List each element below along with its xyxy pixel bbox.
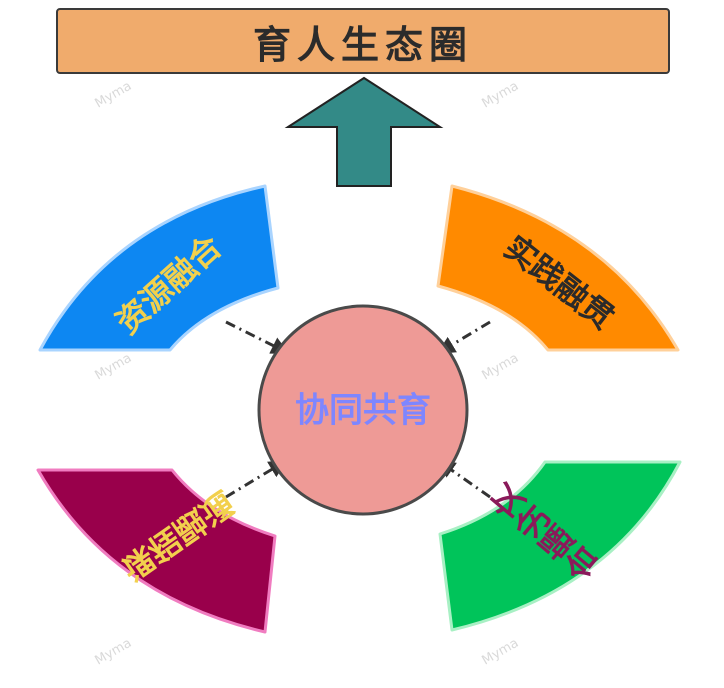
watermark: Myma bbox=[480, 636, 522, 669]
petal-culture-fusion bbox=[438, 460, 682, 632]
watermark: Myma bbox=[93, 351, 135, 384]
ecosystem-title: 育人生态圈 bbox=[252, 22, 473, 67]
center-label: 协同共育 bbox=[295, 391, 431, 431]
ecosystem-title-box: 育人生态圈 bbox=[56, 8, 670, 74]
watermark: Myma bbox=[480, 351, 522, 384]
petal-practice-integration bbox=[436, 184, 680, 352]
center-circle bbox=[257, 304, 469, 516]
petal-curriculum-connection bbox=[36, 468, 277, 634]
connector-arrow-top-left bbox=[225, 320, 290, 354]
watermark: Myma bbox=[93, 79, 135, 112]
up-arrow bbox=[284, 76, 444, 187]
connector-arrow-top-right bbox=[436, 320, 491, 354]
watermark: Myma bbox=[93, 636, 135, 669]
watermark: Myma bbox=[480, 79, 522, 112]
petal-resource-fusion bbox=[38, 184, 280, 352]
